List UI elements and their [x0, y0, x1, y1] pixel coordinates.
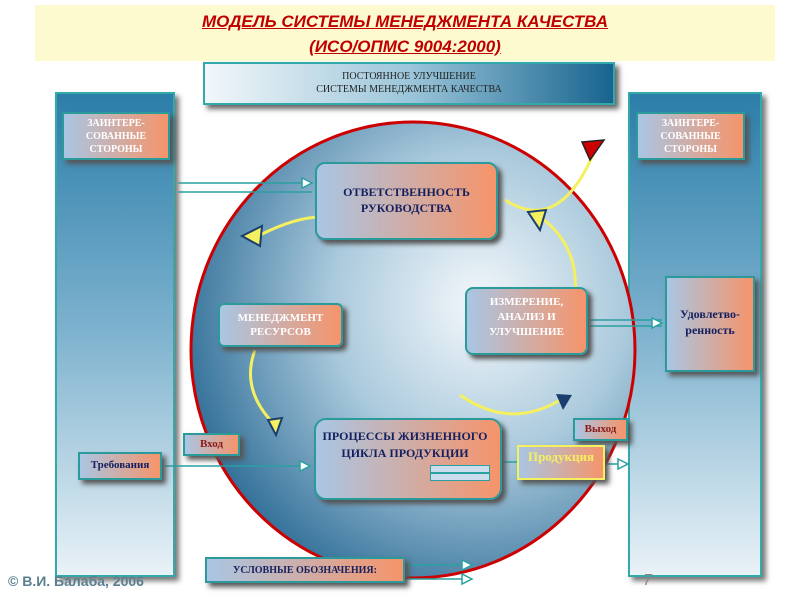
- cycle-arrow-left: [249, 349, 277, 427]
- left-stakeholders-column: [55, 92, 175, 577]
- lifecycle-processes-box: ПРОЦЕССЫ ЖИЗНЕННОГО ЦИКЛА ПРОДУКЦИИ: [314, 418, 502, 500]
- top-box-line-1: ПОСТОЯННОЕ УЛУЧШЕНИЕ: [342, 71, 476, 82]
- continuous-improvement-box: ПОСТОЯННОЕ УЛУЧШЕНИЕ СИСТЕМЫ МЕНЕДЖМЕНТА…: [203, 62, 615, 105]
- lifecycle-label: ПРОЦЕССЫ ЖИЗНЕННОГО ЦИКЛА ПРОДУКЦИИ: [322, 429, 488, 460]
- cycle-arrow-top-right: [504, 149, 597, 212]
- output-label: Выход: [573, 418, 628, 441]
- requirements-box: Требования: [78, 452, 162, 480]
- cycle-arrow-bottom-right: [459, 393, 561, 416]
- title-line-1: МОДЕЛЬ СИСТЕМЫ МЕНЕДЖМЕНТА КАЧЕСТВА: [201, 12, 608, 31]
- measurement-analysis-box: ИЗМЕРЕНИЕ, АНАЛИЗ И УЛУЧШЕНИЕ: [465, 287, 588, 355]
- copyright: © В.И. Балаба, 2006: [8, 573, 144, 589]
- resource-management-box: МЕНЕДЖМЕНТ РЕСУРСОВ: [218, 303, 343, 347]
- title-line-2: (ИСО/ОПМС 9004:2000): [309, 37, 501, 56]
- input-label: Вход: [183, 433, 240, 456]
- product-box: Продукция: [517, 445, 605, 480]
- left-stakeholders-label: ЗАИНТЕРЕ-СОВАННЫЕ СТОРОНЫ: [62, 112, 170, 160]
- legend-box: УСЛОВНЫЕ ОБОЗНАЧЕНИЯ:: [205, 557, 405, 583]
- arrowhead-icon: [266, 416, 284, 438]
- document-stack-icon: [430, 465, 490, 473]
- satisfaction-box: Удовлетво-ренность: [665, 276, 755, 372]
- arrowhead-icon: [580, 139, 606, 162]
- document-stack-icon: [430, 473, 490, 481]
- arrowhead-icon: [239, 224, 264, 248]
- management-responsibility-box: ОТВЕТСТВЕННОСТЬ РУКОВОДСТВА: [315, 162, 498, 240]
- right-stakeholders-label: ЗАИНТЕРЕ-СОВАННЫЕ СТОРОНЫ: [636, 112, 745, 160]
- title-banner: МОДЕЛЬ СИСТЕМЫ МЕНЕДЖМЕНТА КАЧЕСТВА (ИСО…: [35, 5, 775, 61]
- arrowhead-icon: [556, 394, 572, 410]
- top-box-line-2: СИСТЕМЫ МЕНЕДЖМЕНТА КАЧЕСТВА: [316, 84, 502, 95]
- page-number: 7: [643, 572, 652, 589]
- arrowhead-icon: [526, 208, 548, 233]
